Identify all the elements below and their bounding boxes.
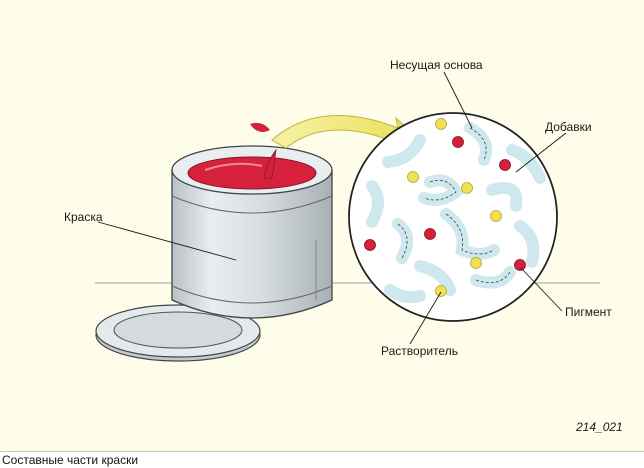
paint-components-illustration xyxy=(95,71,600,362)
label-pigment: Пигмент xyxy=(565,305,612,319)
label-additives: Добавки xyxy=(545,120,592,134)
leader-paint xyxy=(97,221,237,261)
label-paint: Краска xyxy=(64,210,103,224)
label-binder: Несущая основа xyxy=(390,58,483,72)
magnified-circle xyxy=(348,112,558,322)
paint-droplet xyxy=(250,122,270,132)
pigment-particles xyxy=(364,136,526,271)
leader-binder xyxy=(443,71,473,129)
leader-additives xyxy=(515,132,567,173)
frame-divider xyxy=(0,451,644,452)
paint-surface xyxy=(187,156,317,190)
paint-splash xyxy=(263,148,277,179)
leader-pigment xyxy=(520,267,563,312)
label-solvent: Растворитель xyxy=(381,344,458,358)
can-lid xyxy=(95,304,261,362)
solvent-particles xyxy=(407,118,502,297)
figure-code: 214_021 xyxy=(576,420,623,434)
figure-caption: Составные части краски xyxy=(2,453,139,467)
paint-can xyxy=(171,122,333,319)
leader-solvent xyxy=(409,291,442,345)
